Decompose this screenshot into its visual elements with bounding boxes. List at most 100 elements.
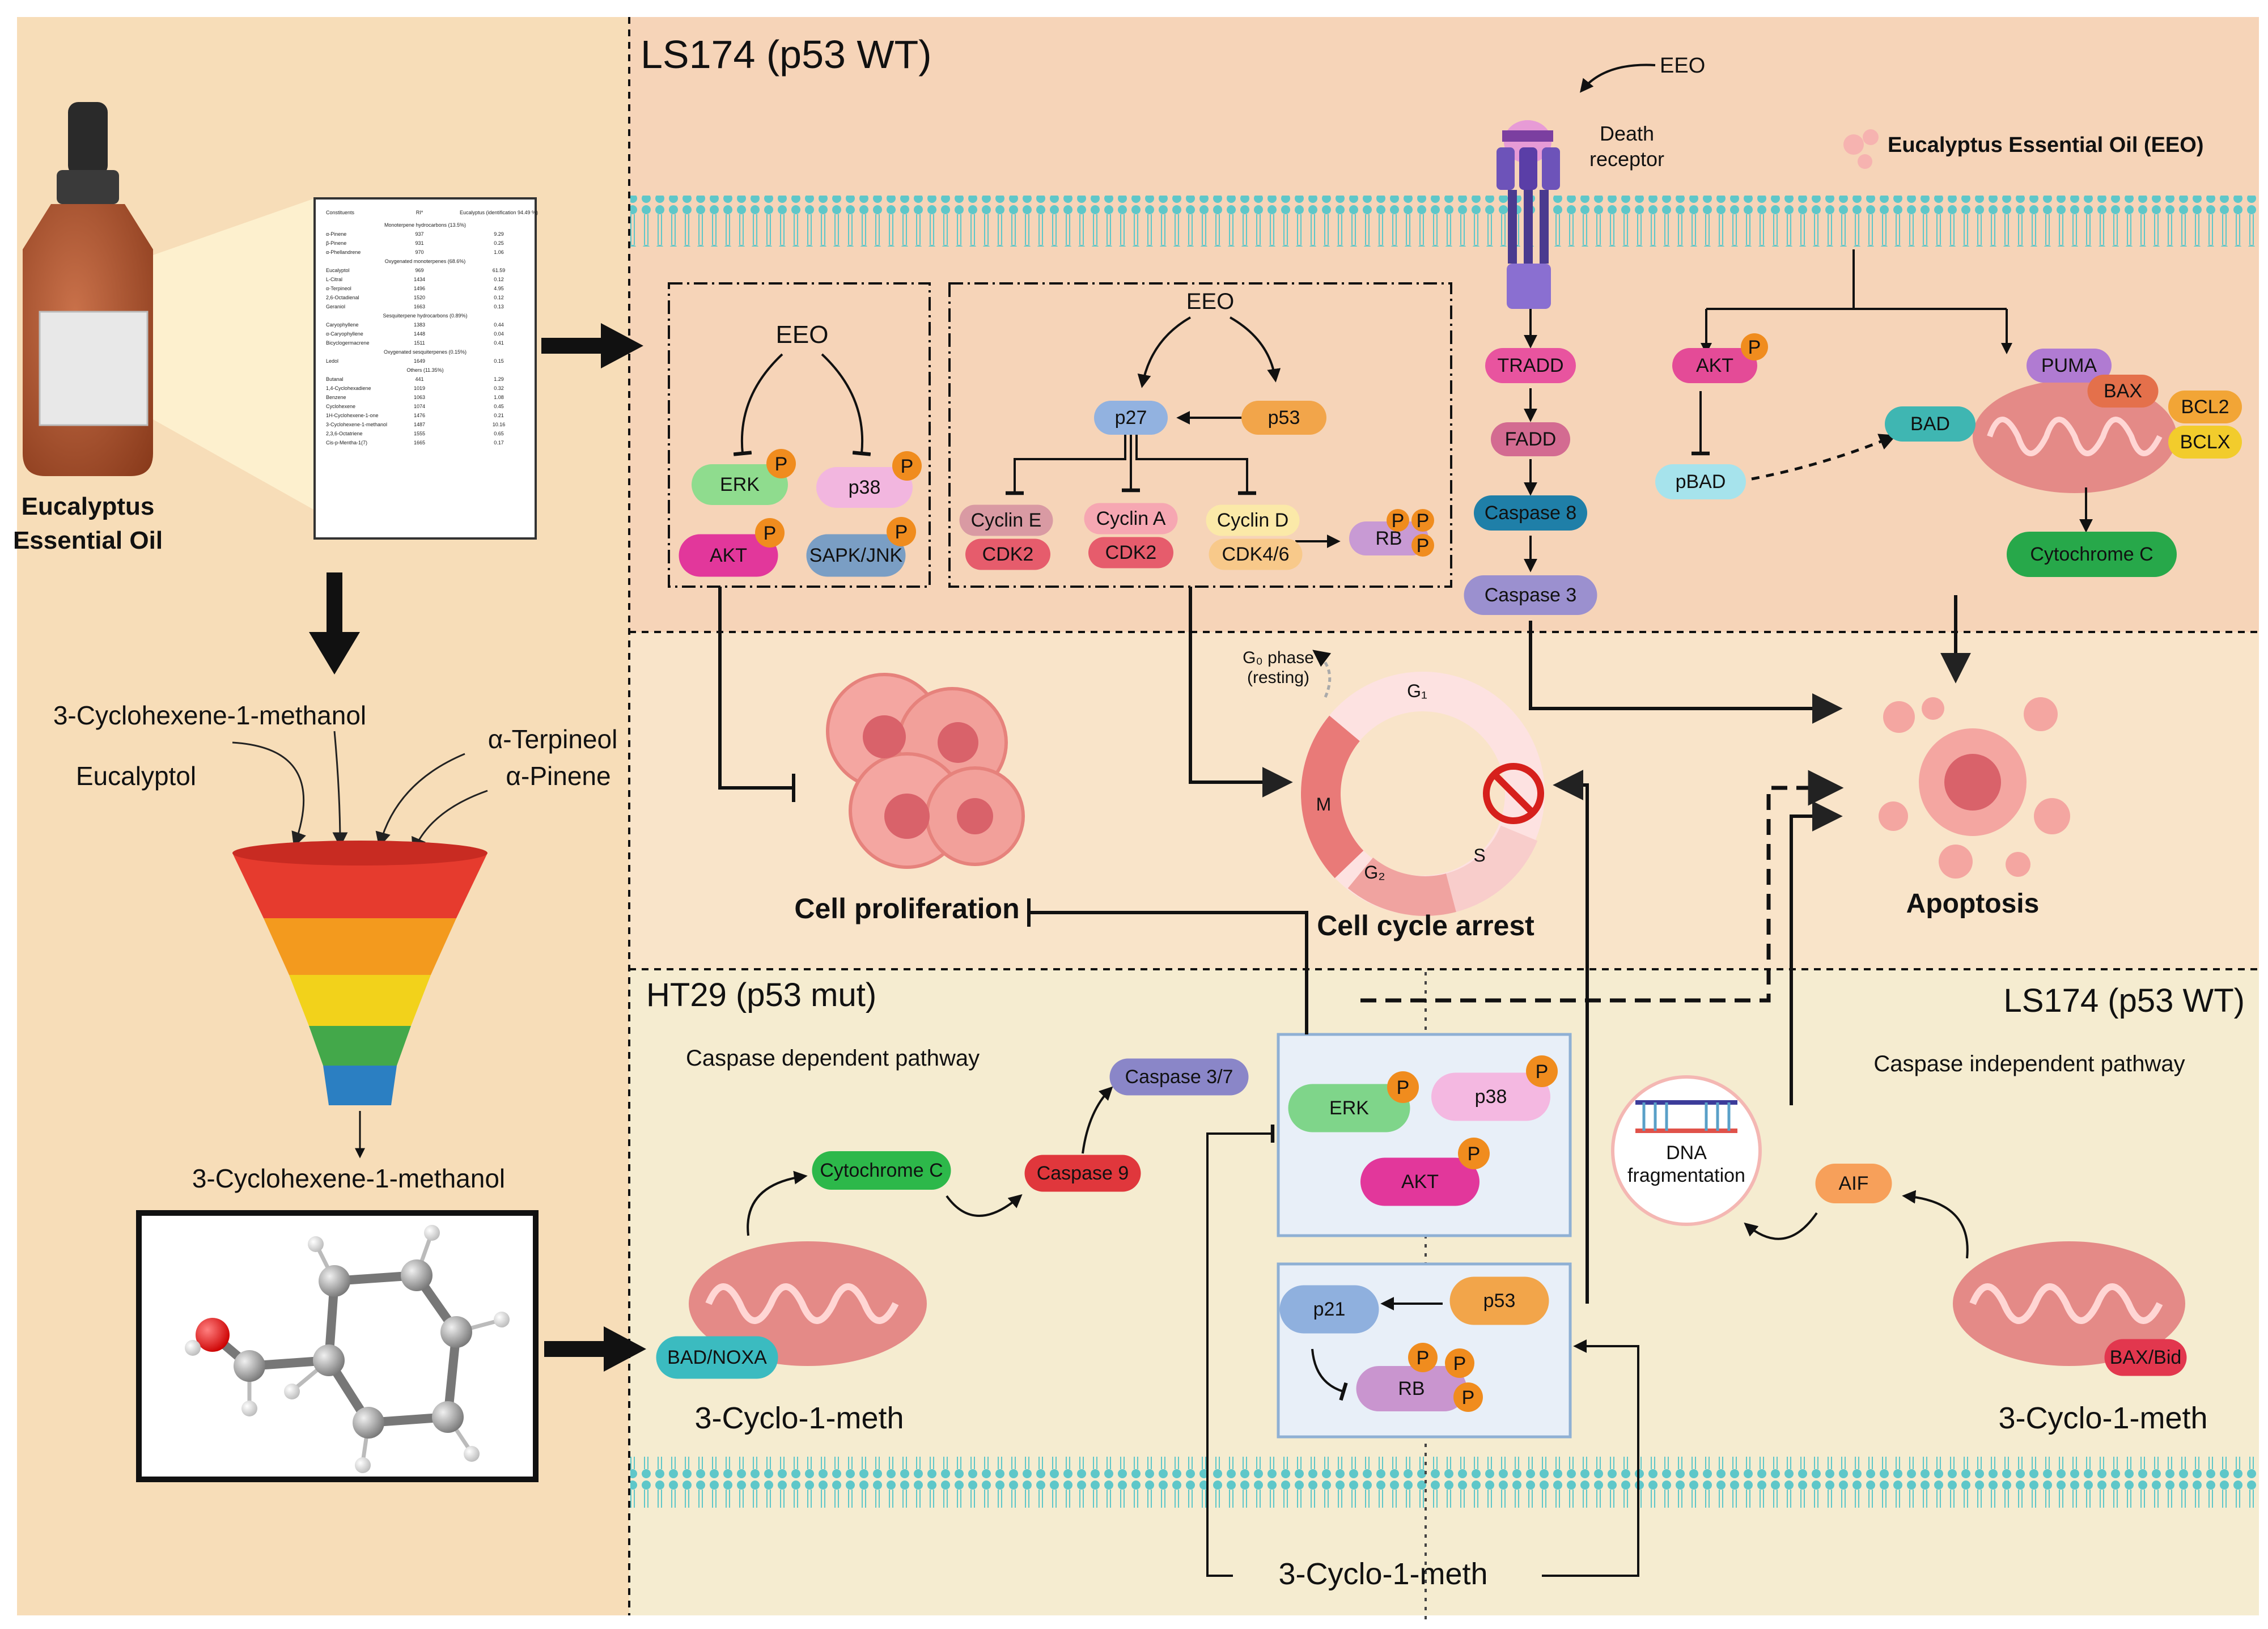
phospho-badge-circle — [1387, 1071, 1419, 1103]
table-cell-ri: 1649 — [414, 358, 425, 364]
table-section-title: Sesquiterpene hydrocarbons (0.89%) — [383, 313, 467, 319]
pbad-to-bad-dashed — [1751, 434, 1897, 481]
phospho-badge: P — [1411, 534, 1434, 557]
puma-pill-shape — [2027, 349, 2112, 383]
p21-inhibits-rb — [1311, 1348, 1348, 1401]
erk-pill-center-shape — [1288, 1084, 1410, 1132]
death-receptor-label-2: receptor — [1589, 147, 1664, 171]
table-cell-percent: 0.21 — [494, 413, 504, 418]
table-cell-constituent: Geraniol — [326, 304, 345, 309]
bax-bid-pill: BAX/Bid — [2104, 1339, 2187, 1376]
phospho-badge-label: P — [895, 521, 908, 543]
cyclin-e-pill: Cyclin E — [959, 504, 1053, 536]
cdk2-a-pill-label: CDK2 — [1105, 542, 1157, 563]
p53-pill-center: p53 — [1449, 1276, 1549, 1325]
box1-eeo: EEO — [776, 321, 829, 349]
box-mapk-akt — [668, 282, 931, 588]
arrow-terpineol — [375, 753, 465, 848]
akt-pill-center: AKT — [1360, 1157, 1480, 1206]
table-section-title: Others (11.35%) — [406, 367, 443, 373]
bax-pill-shape — [2087, 375, 2159, 408]
table-section-title: Oxygenated sesquiterpenes (0.15%) — [384, 349, 467, 355]
akt-pill-box1-shape — [679, 534, 778, 577]
casp9-to-casp37 — [1082, 1086, 1113, 1154]
phospho-badge-circle — [1411, 534, 1434, 557]
table-cell-percent: 0.15 — [494, 358, 504, 364]
table-cell-percent: 10.16 — [493, 422, 506, 427]
aif-to-dna-arrow — [1744, 1212, 1818, 1240]
bclx-pill-shape — [2168, 426, 2242, 459]
erk-pill-center-label: ERK — [1329, 1097, 1369, 1119]
erk-pill-center: ERK — [1288, 1084, 1410, 1132]
aif-pill: AIF — [1815, 1164, 1892, 1203]
fadd-pill-label: FADD — [1505, 429, 1557, 450]
bad-noxa-pill: BAD/NOXA — [656, 1336, 778, 1379]
kinase-to-apoptosis-dashed — [1360, 770, 1844, 1003]
p38-pill-label: p38 — [849, 477, 881, 498]
phospho-badge-circle — [1387, 509, 1409, 532]
eeo-droplets-icon — [1843, 129, 1879, 169]
table-cell-ri: 1555 — [414, 431, 425, 436]
table-cell-percent: 0.25 — [494, 240, 504, 246]
akt-pill-intrinsic-shape — [1672, 348, 1757, 383]
cdk2-e-pill-shape — [965, 538, 1050, 570]
caspase-independent-label: Caspase independent pathway — [1873, 1051, 2185, 1076]
table-cell-percent: 0.13 — [494, 304, 504, 309]
table-cell-ri: 1448 — [414, 331, 425, 337]
table-cell-percent: 0.17 — [494, 440, 504, 446]
cyclo-to-p53 — [1542, 1339, 1639, 1577]
akt-pill-center-label: AKT — [1401, 1171, 1439, 1193]
death-receptor-label-1: Death — [1600, 122, 1654, 145]
p53-pill-top: p53 — [1241, 401, 1326, 435]
compound-top: 3-Cyclohexene-1-methanol — [53, 701, 366, 730]
table-cell-percent: 0.65 — [494, 431, 504, 436]
table-cell-ri: 1511 — [414, 340, 425, 346]
phospho-badge: P — [1387, 1071, 1419, 1103]
table-cell-constituent: α-Terpineol — [326, 286, 351, 291]
phospho-badge: P — [1387, 509, 1409, 532]
cdk46-pill-shape — [1209, 538, 1303, 570]
phospho-badge-circle — [1408, 1343, 1438, 1372]
cyclin-d-pill: Cyclin D — [1206, 504, 1300, 536]
casp37-pill: Caspase 3/7 — [1109, 1058, 1249, 1096]
akt-to-proliferation-line — [718, 587, 794, 790]
table-cell-percent: 0.12 — [494, 295, 504, 300]
bottle-label-line2: Essential Oil — [13, 527, 163, 554]
phospho-badge-label: P — [1417, 535, 1430, 557]
compound-pinene: α-Pinene — [506, 761, 611, 791]
p27-inhibits-cyclinD — [1135, 434, 1256, 495]
phospho-badge-label: P — [1748, 337, 1761, 358]
table-cell-ri: 970 — [415, 249, 423, 255]
apoptotic-cell-icon — [1879, 697, 2070, 879]
sapk-pill: SAPK/JNK — [806, 534, 906, 577]
p53-to-arrest-arrow — [1553, 770, 1589, 1304]
phospho-badge-label: P — [1453, 1353, 1466, 1375]
akt-pill-center-shape — [1360, 1157, 1480, 1206]
phase-g1: G₁ — [1407, 681, 1427, 701]
p38-pill-shape — [816, 467, 913, 508]
mitochondrion-icon-ht29 — [689, 1241, 927, 1366]
bcl2-pill-label: BCL2 — [2181, 396, 2229, 418]
bad-noxa-pill-shape — [656, 1336, 778, 1379]
mito-to-aif-arrow — [1902, 1190, 1969, 1259]
tradd-pill-shape — [1485, 348, 1576, 383]
mito-to-cytc-bottom — [747, 1170, 808, 1236]
apoptosis-label: Apoptosis — [1906, 889, 2040, 919]
table-cell-constituent: Butanal — [326, 376, 344, 382]
table-cell-constituent: Benzene — [326, 394, 346, 400]
table-cell-ri: 931 — [415, 240, 423, 246]
table-cell-ri: 1383 — [414, 322, 425, 328]
phospho-badge: P — [766, 449, 796, 478]
table-header-cell: Constituents — [326, 210, 355, 215]
top-panel-title: LS174 (p53 WT) — [641, 32, 932, 77]
table-cell-constituent: L-Citral — [326, 277, 342, 282]
table-cell-percent: 61.59 — [493, 268, 506, 273]
cytc-pill-top-shape — [2007, 532, 2177, 577]
table-cell-ri: 1476 — [414, 413, 425, 418]
eeo-to-p53-arrow — [1230, 316, 1281, 383]
bclx-pill: BCLX — [2168, 426, 2242, 459]
table-cell-constituent: 1H-Cyclohexene-1-one — [326, 413, 379, 418]
table-cell-ri: 969 — [415, 268, 423, 273]
phospho-badge-circle — [892, 451, 922, 481]
